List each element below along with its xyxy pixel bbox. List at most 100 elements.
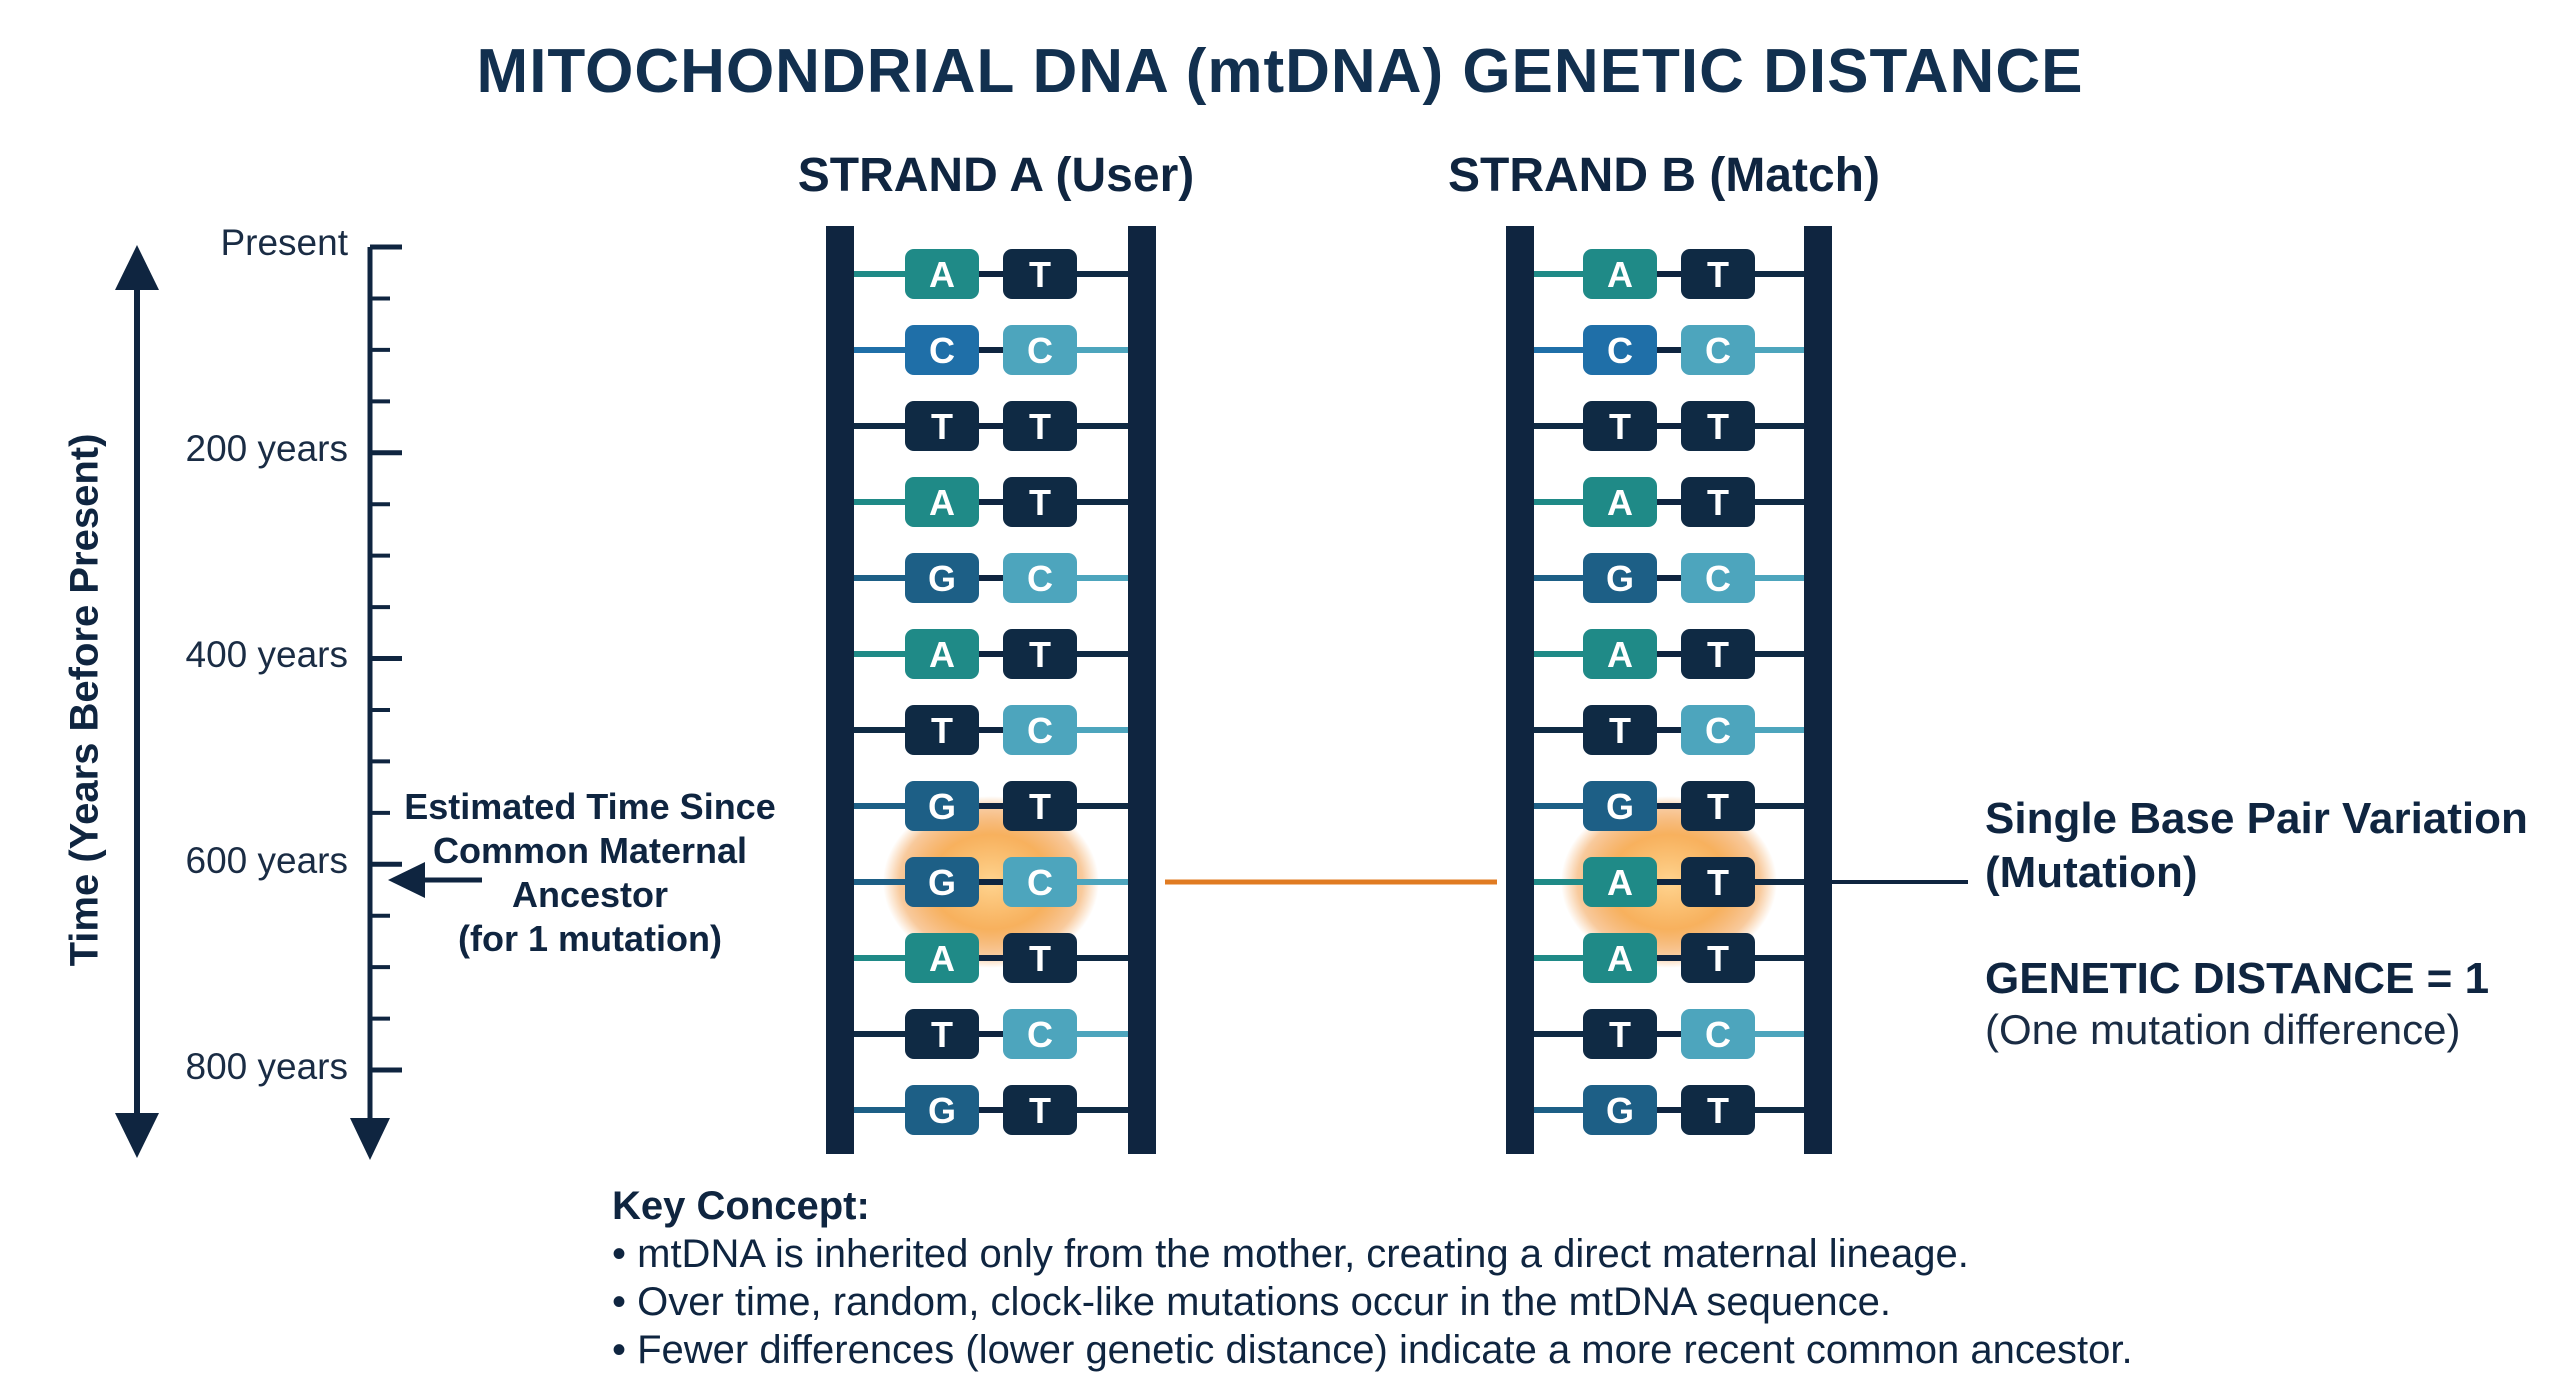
time-label-600: 600 years — [185, 840, 349, 881]
time-arrow-down-icon — [115, 1113, 159, 1158]
base-box — [1583, 781, 1657, 831]
base-label: C — [1027, 558, 1053, 599]
time-label-400: 400 years — [185, 634, 349, 675]
base-box — [1583, 325, 1657, 375]
base-label: T — [1707, 254, 1729, 295]
base-box — [905, 1009, 979, 1059]
base-box — [905, 629, 979, 679]
dna-backbone-right — [1804, 226, 1832, 1154]
dna-backbone-left — [1506, 226, 1534, 1154]
variation-line-2: (Mutation) — [1985, 848, 2198, 897]
base-label: A — [929, 254, 955, 295]
time-arrow-up-icon — [115, 245, 159, 290]
base-box — [1003, 477, 1077, 527]
base-box — [1583, 401, 1657, 451]
estimated-time-line-4: (for 1 mutation) — [458, 918, 722, 959]
base-label: T — [1029, 634, 1051, 675]
base-box — [1583, 1009, 1657, 1059]
base-box — [1681, 933, 1755, 983]
estimated-time-line-3: Ancestor — [511, 874, 669, 915]
base-box — [1003, 249, 1077, 299]
base-box — [1681, 553, 1755, 603]
base-label: T — [1707, 406, 1729, 447]
base-label: T — [1609, 710, 1631, 751]
base-box — [1003, 325, 1077, 375]
base-box — [1583, 249, 1657, 299]
base-label: A — [1607, 862, 1633, 903]
base-label: G — [1606, 558, 1634, 599]
base-label: T — [1707, 862, 1729, 903]
base-box — [905, 933, 979, 983]
base-box — [1003, 553, 1077, 603]
base-label: A — [1607, 482, 1633, 523]
base-box — [905, 325, 979, 375]
base-label: G — [1606, 786, 1634, 827]
base-label: G — [928, 786, 956, 827]
time-label-800: 800 years — [185, 1046, 349, 1087]
base-label: A — [1607, 634, 1633, 675]
base-label: T — [1029, 482, 1051, 523]
base-label: A — [929, 482, 955, 523]
base-label: A — [929, 634, 955, 675]
base-label: G — [928, 1090, 956, 1131]
time-label-200: 200 years — [185, 428, 349, 469]
base-box — [1003, 705, 1077, 755]
base-label: C — [1705, 330, 1731, 371]
base-label: T — [931, 710, 953, 751]
key-concept: Key Concept: • mtDNA is inherited only f… — [612, 1182, 2133, 1374]
base-box — [905, 857, 979, 907]
base-label: G — [928, 862, 956, 903]
base-box — [1681, 401, 1755, 451]
base-label: A — [929, 938, 955, 979]
base-box — [1003, 1009, 1077, 1059]
key-concept-item-1: • mtDNA is inherited only from the mothe… — [612, 1232, 1969, 1276]
base-box — [1681, 705, 1755, 755]
base-label: C — [1607, 330, 1633, 371]
estimated-time-line-2: Common Maternal — [432, 830, 748, 871]
base-label: C — [1027, 330, 1053, 371]
time-scale-arrow-icon — [350, 1118, 390, 1160]
base-label: T — [931, 406, 953, 447]
base-label: C — [1705, 1014, 1731, 1055]
base-label: C — [1705, 558, 1731, 599]
base-box — [905, 249, 979, 299]
base-box — [905, 781, 979, 831]
time-label-present: Present — [220, 222, 348, 263]
base-box — [1681, 1085, 1755, 1135]
base-box — [1681, 629, 1755, 679]
base-label: T — [1609, 1014, 1631, 1055]
estimated-time-label: Estimated Time Since Common Maternal Anc… — [390, 785, 790, 961]
dna-backbone-right — [1128, 226, 1156, 1154]
base-label: C — [1027, 1014, 1053, 1055]
base-box — [905, 401, 979, 451]
key-concept-title: Key Concept: — [612, 1184, 870, 1228]
base-box — [1003, 1085, 1077, 1135]
estimated-time-line-1: Estimated Time Since — [404, 786, 776, 827]
base-box — [1681, 249, 1755, 299]
time-axis-title: Time (Years Before Present) — [62, 433, 107, 967]
base-box — [1583, 553, 1657, 603]
dna-backbone-left — [826, 226, 854, 1154]
base-box — [905, 1085, 979, 1135]
genetic-distance-label: GENETIC DISTANCE = 1 — [1985, 954, 2490, 1003]
base-label: T — [931, 1014, 953, 1055]
key-concept-item-2: • Over time, random, clock-like mutation… — [612, 1280, 1891, 1324]
base-label: T — [1029, 1090, 1051, 1131]
base-label: T — [1029, 254, 1051, 295]
base-label: C — [1027, 710, 1053, 751]
genetic-distance-sub: (One mutation difference) — [1985, 1006, 2461, 1053]
page-title: MITOCHONDRIAL DNA (mtDNA) GENETIC DISTAN… — [476, 37, 2084, 106]
base-box — [1583, 1085, 1657, 1135]
base-box — [1583, 933, 1657, 983]
base-box — [1681, 1009, 1755, 1059]
base-label: C — [1705, 710, 1731, 751]
base-box — [1003, 629, 1077, 679]
variation-line-1: Single Base Pair Variation — [1985, 794, 2528, 843]
base-label: T — [1707, 634, 1729, 675]
base-label: G — [1606, 1090, 1634, 1131]
base-label: T — [1029, 938, 1051, 979]
base-box — [905, 705, 979, 755]
base-box — [1681, 477, 1755, 527]
